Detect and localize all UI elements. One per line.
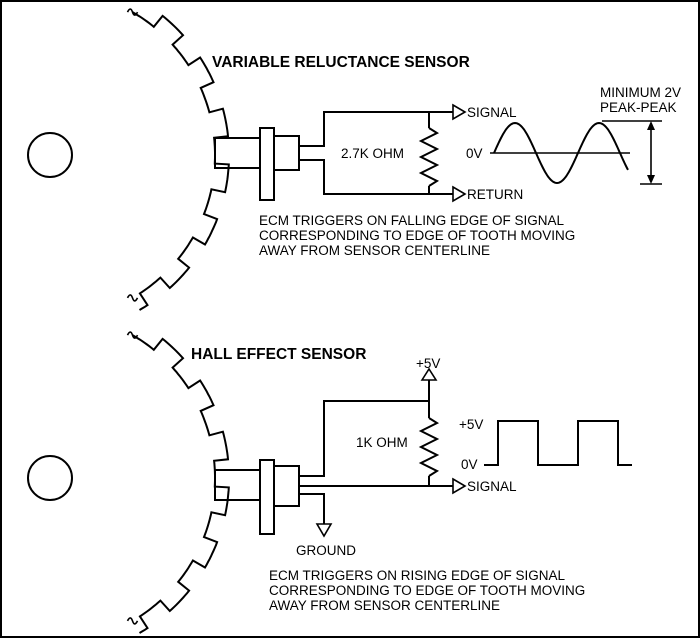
vr-section: VARIABLE RELUCTANCE SENSOR SIGNAL RETURN…: [27, 8, 681, 311]
vr-return-arrow: [452, 185, 467, 203]
hall-signal-label: SIGNAL: [467, 479, 517, 494]
hall-note-line-3: AWAY FROM SENSOR CENTERLINE: [269, 598, 500, 613]
hall-note-line-2: CORRESPONDING TO EDGE OF TOOTH MOVING: [269, 583, 585, 598]
vr-resistor-label: 2.7K OHM: [341, 146, 404, 161]
vr-peak-label: PEAK-PEAK: [600, 100, 677, 115]
hall-note-line-1: ECM TRIGGERS ON RISING EDGE OF SIGNAL: [269, 568, 566, 583]
vr-zero-label: 0V: [466, 146, 483, 161]
vr-signal-arrow: [452, 103, 467, 121]
hall-wiring: [299, 380, 453, 524]
vr-note-line-1: ECM TRIGGERS ON FALLING EDGE OF SIGNAL: [259, 213, 565, 228]
vr-wheel-hub: [27, 132, 73, 178]
hall-supply-label: +5V: [416, 356, 440, 371]
hall-wheel-hub: [27, 455, 73, 501]
hall-section: HALL EFFECT SENSOR +5V 1K OHM +5V 0V SIG…: [27, 331, 632, 634]
vr-minimum-label: MINIMUM 2V: [600, 85, 681, 100]
vr-wiring: [299, 111, 453, 195]
hall-wave-high-label: +5V: [459, 417, 483, 432]
vr-sensor-body: [214, 127, 300, 201]
hall-resistor-label: 1K OHM: [356, 435, 408, 450]
wheel-break-mark: [126, 617, 139, 625]
wheel-break-mark: [126, 8, 139, 16]
vr-note-line-3: AWAY FROM SENSOR CENTERLINE: [259, 243, 490, 258]
hall-ground-arrow: [315, 523, 333, 538]
vr-title: VARIABLE RELUCTANCE SENSOR: [212, 54, 470, 71]
vr-sine-wave: [493, 121, 629, 185]
hall-signal-arrow: [452, 477, 467, 495]
hall-ground-label: GROUND: [296, 543, 356, 558]
hall-square-wave: [484, 420, 632, 466]
hall-wave-low-label: 0V: [461, 457, 478, 472]
wheel-break-mark: [126, 294, 139, 302]
vr-peak-indicator: [602, 120, 662, 185]
vr-note-line-2: CORRESPONDING TO EDGE OF TOOTH MOVING: [259, 228, 575, 243]
hall-title: HALL EFFECT SENSOR: [191, 346, 366, 363]
hall-supply-arrow: [420, 367, 438, 381]
vr-return-label: RETURN: [467, 187, 523, 202]
vr-signal-label: SIGNAL: [467, 105, 517, 120]
vr-resistor: [418, 127, 440, 187]
hall-resistor: [418, 417, 440, 477]
wheel-break-mark: [126, 331, 139, 339]
hall-reluctor-wheel: [126, 331, 230, 634]
